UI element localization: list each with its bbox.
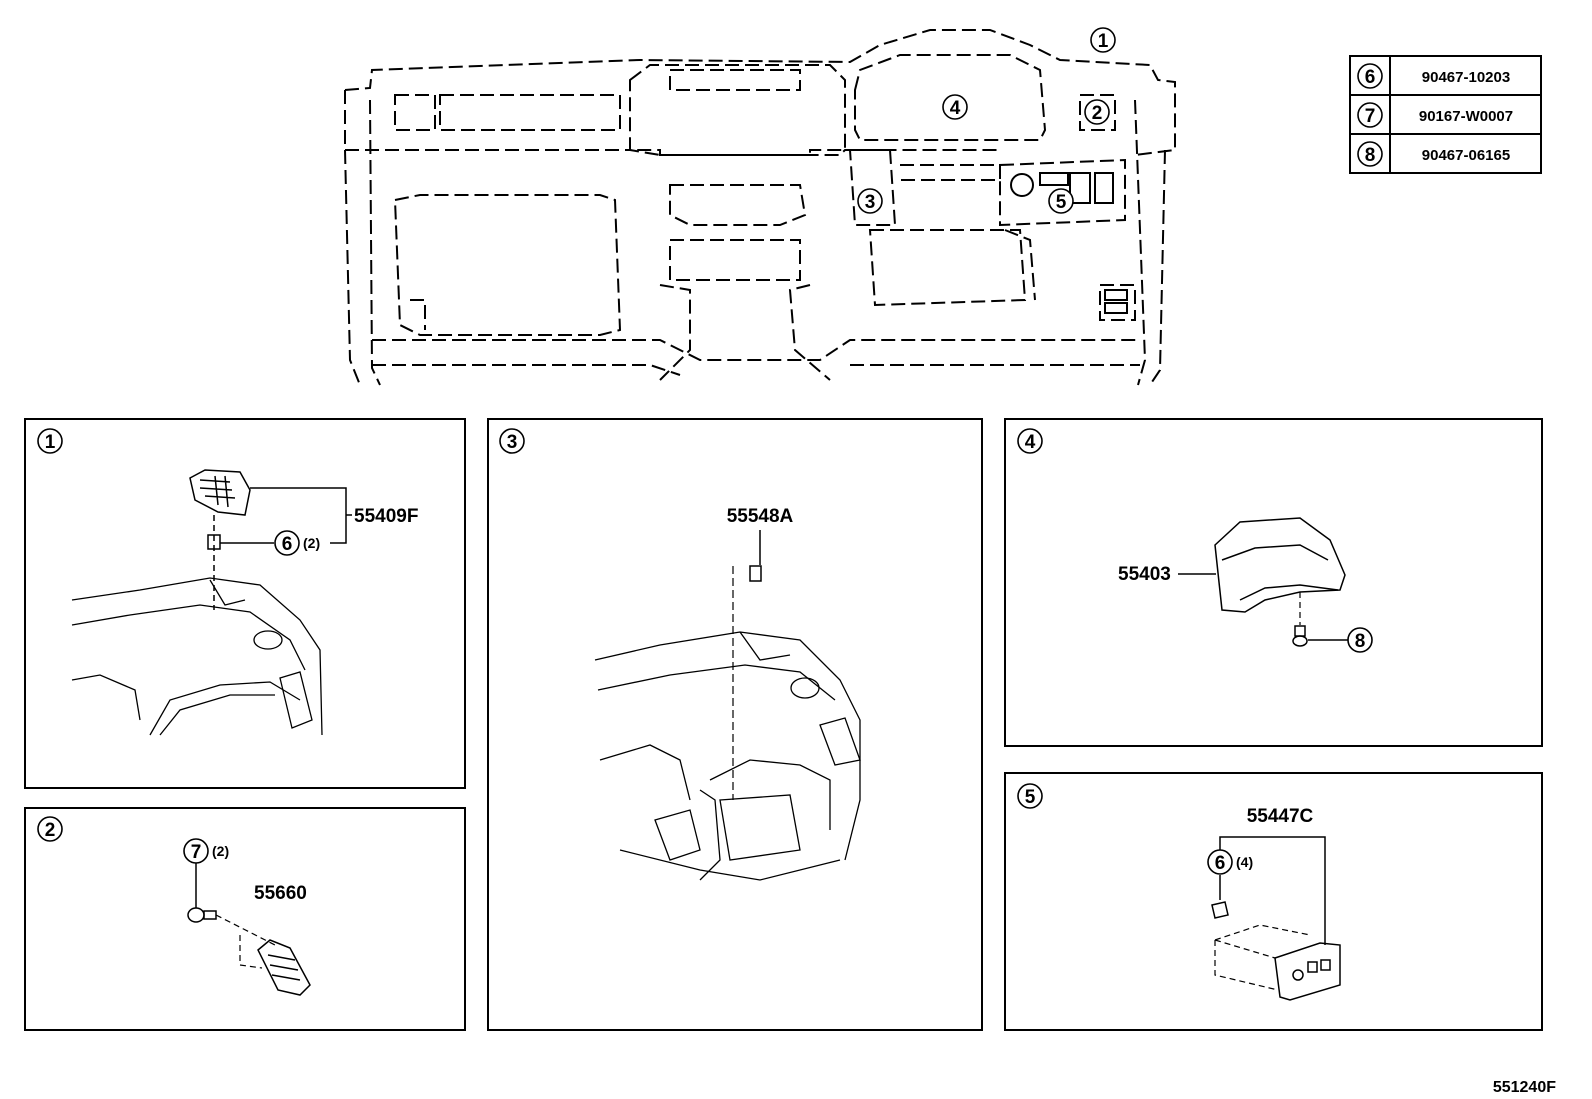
- svg-text:7: 7: [1365, 106, 1376, 127]
- dashboard-sketch-1: [71, 577, 323, 736]
- panel-5-number: 5: [1017, 783, 1043, 809]
- panel-1-number: 1: [37, 428, 63, 454]
- detail-panel-1: 1 55409F 6 (2): [24, 418, 466, 789]
- svg-text:4: 4: [1025, 432, 1036, 453]
- panel-5-leaders: [1219, 836, 1326, 945]
- panel-1-qty: (2): [303, 535, 320, 551]
- part-55403-label: 55403: [1118, 564, 1171, 585]
- svg-text:6: 6: [282, 534, 293, 555]
- part-number-table: 6 90467-10203 7 90167-W0007 8 90467-0616…: [1349, 55, 1542, 174]
- svg-text:90467-06165: 90467-06165: [1422, 147, 1510, 164]
- svg-text:2: 2: [45, 820, 56, 841]
- svg-text:8: 8: [1355, 631, 1366, 652]
- svg-text:6: 6: [1365, 67, 1376, 88]
- svg-text:90167-W0007: 90167-W0007: [1419, 108, 1513, 125]
- detail-panel-3: 3 55548A: [487, 418, 983, 1031]
- panel-3-number: 3: [499, 428, 525, 454]
- svg-text:5: 5: [1025, 787, 1036, 808]
- overview-callout-4: 4: [942, 94, 968, 120]
- dashboard-solid-details: [1010, 172, 1128, 314]
- panel-1-ref-6: 6: [274, 530, 300, 556]
- svg-text:4: 4: [950, 98, 961, 119]
- panel-2-qty: (2): [212, 843, 229, 859]
- part-55409F-label: 55409F: [354, 506, 418, 527]
- panel-1-leaders: [213, 487, 352, 610]
- panel-4-ref-8: 8: [1347, 627, 1373, 653]
- vent-part-icon: [257, 939, 311, 996]
- screw-icon: [187, 907, 217, 923]
- svg-text:2: 2: [1092, 103, 1103, 124]
- clip-icon: [1211, 901, 1229, 919]
- overview-callout-2: 2: [1084, 99, 1110, 125]
- dashboard-overview: [344, 29, 1176, 386]
- svg-text:90467-10203: 90467-10203: [1422, 69, 1510, 86]
- part-55548A-label: 55548A: [727, 506, 794, 527]
- panel-5-ref-6: 6: [1207, 849, 1233, 875]
- svg-text:1: 1: [1098, 31, 1109, 52]
- cluster-hood-icon: [1214, 517, 1346, 613]
- svg-text:5: 5: [1056, 192, 1067, 213]
- diagram-code: 551240F: [1493, 1079, 1556, 1096]
- svg-text:1: 1: [45, 432, 56, 453]
- panel-5-qty: (4): [1236, 854, 1253, 870]
- part-55660-label: 55660: [254, 883, 307, 904]
- overview-callout-3: 3: [857, 188, 883, 214]
- svg-text:3: 3: [865, 192, 876, 213]
- table-row-7: 7 90167-W0007: [1357, 102, 1513, 128]
- dashboard-sketch-3: [594, 631, 861, 881]
- svg-text:3: 3: [507, 432, 518, 453]
- svg-text:8: 8: [1365, 145, 1376, 166]
- clip-part-icon: [749, 565, 762, 582]
- detail-panel-5: 5 55447C 6 (4): [1004, 772, 1543, 1031]
- panel-4-number: 4: [1017, 428, 1043, 454]
- cover-part-icon: [189, 469, 251, 550]
- overview-callout-1: 1: [1090, 27, 1116, 53]
- table-row-6: 6 90467-10203: [1357, 63, 1510, 89]
- table-row-8: 8 90467-06165: [1357, 141, 1510, 167]
- detail-panel-4: 4 55403 8: [1004, 418, 1543, 747]
- svg-text:6: 6: [1215, 853, 1226, 874]
- part-55447C-label: 55447C: [1247, 806, 1314, 827]
- clip-fastener-icon: [1292, 625, 1308, 647]
- overview-callout-5: 5: [1048, 188, 1074, 214]
- panel-2-ref-7: 7: [183, 838, 209, 864]
- switch-panel-icon: [1274, 942, 1341, 1001]
- panel-2-number: 2: [37, 816, 63, 842]
- svg-text:7: 7: [191, 842, 202, 863]
- detail-panel-2: 2 7 (2) 55660: [24, 807, 466, 1031]
